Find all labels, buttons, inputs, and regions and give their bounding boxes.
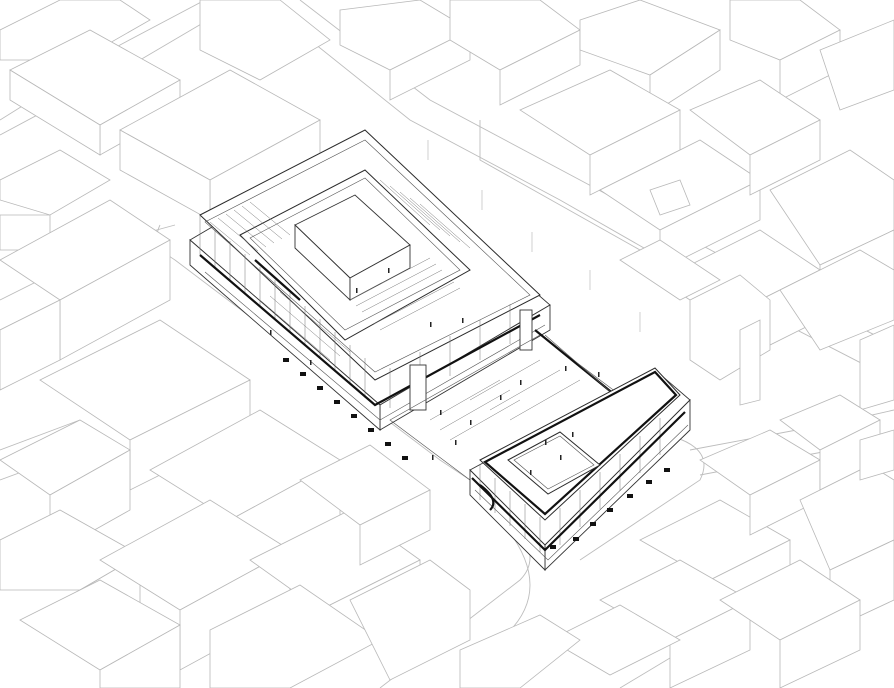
light-poles	[427, 140, 641, 332]
context-buildings-northeast	[339, 0, 894, 411]
secondary-building	[469, 367, 691, 572]
secondary-building-roof	[479, 367, 681, 521]
main-building-core	[409, 364, 427, 411]
people-figures	[270, 268, 600, 475]
street-trees	[283, 358, 670, 549]
main-building	[189, 129, 551, 431]
main-building-facade	[199, 215, 511, 408]
context-buildings-southeast	[459, 394, 894, 688]
context-buildings-southwest	[0, 199, 471, 688]
context-buildings-northwest	[0, 0, 331, 251]
courtyard-stepped-seating	[349, 257, 461, 331]
roof-hatching	[209, 179, 471, 361]
secondary-building-roof-court	[507, 431, 601, 495]
